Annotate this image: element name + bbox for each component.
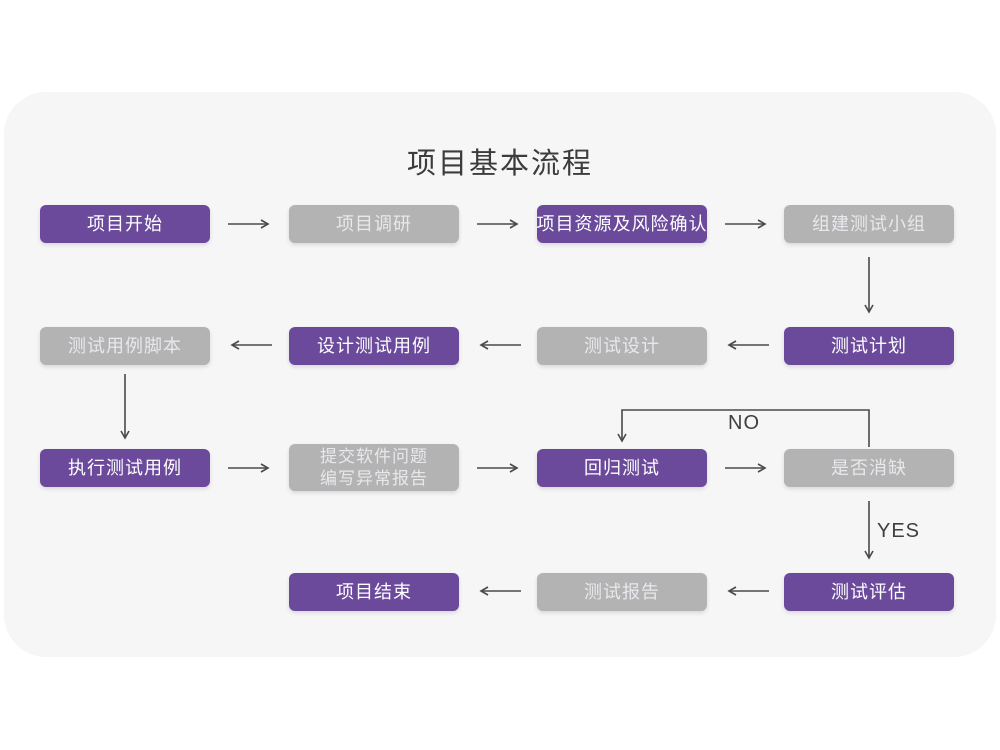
node-build-test-team: 组建测试小组 bbox=[784, 205, 954, 243]
node-execute-test-cases: 执行测试用例 bbox=[40, 449, 210, 487]
page-title: 项目基本流程 bbox=[406, 148, 593, 180]
node-test-plan: 测试计划 bbox=[784, 327, 954, 365]
node-project-start: 项目开始 bbox=[40, 205, 210, 243]
node-test-evaluation: 测试评估 bbox=[784, 573, 954, 611]
node-label-line1: 提交软件问题 bbox=[320, 447, 428, 467]
node-test-design: 测试设计 bbox=[537, 327, 707, 365]
edge-label-no: NO bbox=[728, 412, 760, 434]
node-regression-test: 回归测试 bbox=[537, 449, 707, 487]
node-label: 执行测试用例 bbox=[68, 457, 182, 478]
node-label-line2: 编写异常报告 bbox=[320, 468, 428, 488]
node-design-test-cases: 设计测试用例 bbox=[289, 327, 459, 365]
node-test-report: 测试报告 bbox=[537, 573, 707, 611]
node-project-end: 项目结束 bbox=[289, 573, 459, 611]
node-label: 组建测试小组 bbox=[812, 213, 926, 234]
node-label: 项目调研 bbox=[336, 213, 412, 234]
node-label: 测试报告 bbox=[584, 581, 660, 602]
node-label: 项目结束 bbox=[336, 581, 412, 602]
node-label: 测试设计 bbox=[584, 335, 660, 356]
node-defect-cleared: 是否消缺 bbox=[784, 449, 954, 487]
node-submit-issue-report: 提交软件问题 编写异常报告 bbox=[289, 444, 459, 491]
node-label: 项目开始 bbox=[87, 213, 163, 234]
edge-label-yes: YES bbox=[877, 520, 921, 542]
node-label: 设计测试用例 bbox=[317, 335, 431, 356]
node-label: 测试评估 bbox=[831, 581, 907, 602]
node-label: 测试计划 bbox=[831, 335, 907, 356]
node-resource-risk: 项目资源及风险确认 bbox=[537, 205, 707, 243]
node-label: 项目资源及风险确认 bbox=[536, 213, 708, 234]
flowchart-card bbox=[4, 92, 996, 657]
node-label: 测试用例脚本 bbox=[68, 335, 182, 356]
node-project-research: 项目调研 bbox=[289, 205, 459, 243]
node-test-case-script: 测试用例脚本 bbox=[40, 327, 210, 365]
node-label: 回归测试 bbox=[584, 457, 660, 478]
node-label: 是否消缺 bbox=[831, 457, 907, 478]
